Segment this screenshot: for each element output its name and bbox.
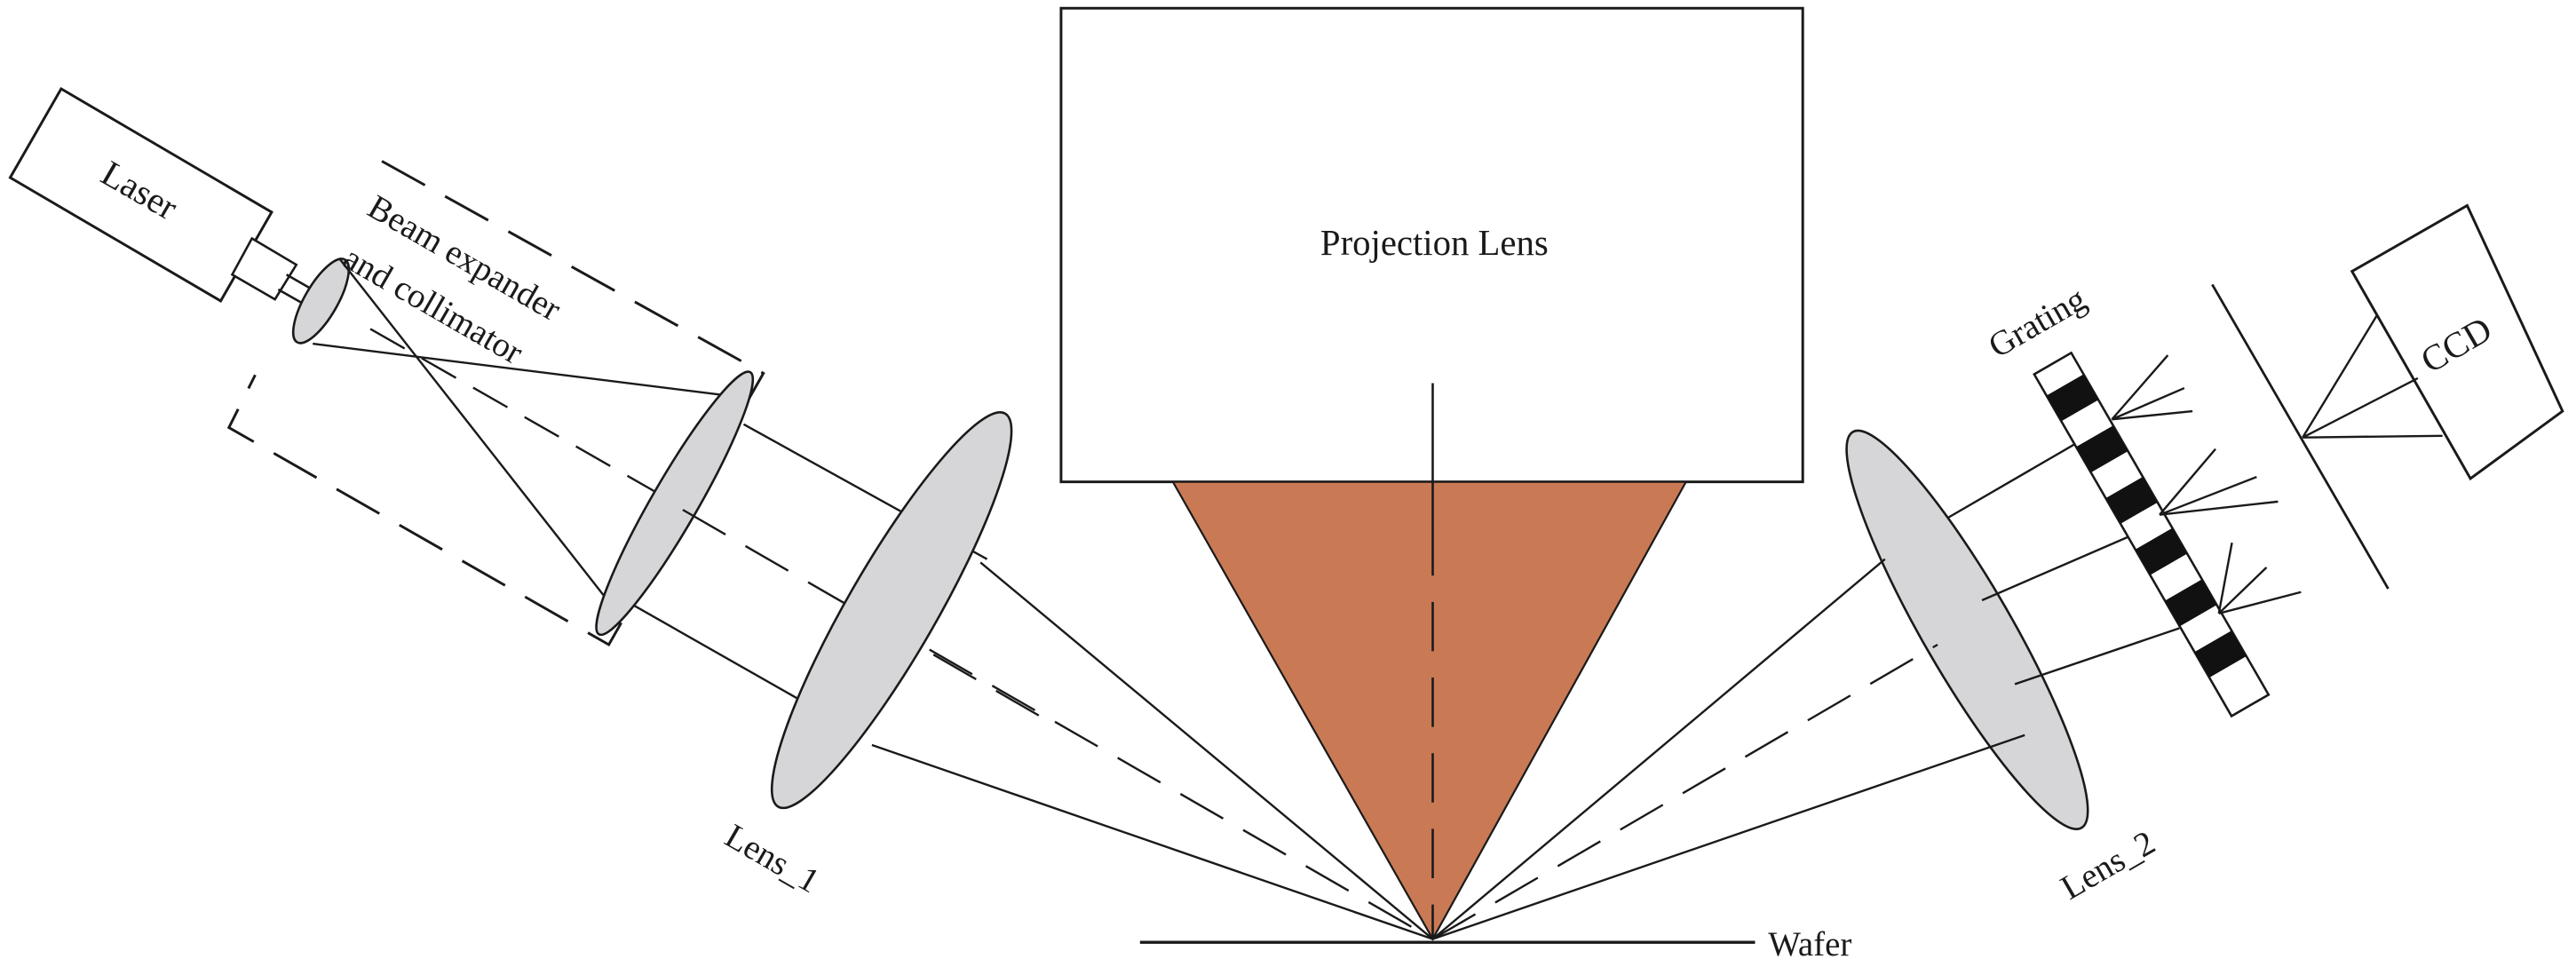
expander-dashed-axis [369,328,659,495]
wafer-label: Wafer [1768,925,1851,963]
grating-ray-3 [2014,627,2180,686]
lens-2 [1845,429,2089,830]
grating-label: Grating [1982,280,2092,366]
lens-1 [770,411,1013,810]
lens1-ray-center [929,648,1434,940]
laser-nozzle [230,236,298,301]
expander-ray-2 [337,258,610,603]
lens2-ray-top [1431,558,1886,940]
laser-box [8,86,273,303]
exposure-cone [1170,480,1688,941]
laser-tip-top [285,273,311,289]
diffraction-fans [2111,354,2302,614]
lens2-label: Lens_2 [2055,823,2162,907]
collimator-lens [595,370,755,637]
beam-edge-bottom [632,604,813,709]
lens1-ray-top [979,561,1434,940]
grating [2033,351,2271,718]
detector-plane [2211,283,2390,590]
laser-tip-bottom [277,288,302,304]
lens2-ray-bottom [1432,733,2025,940]
lens1-label: Lens_1 [718,817,826,900]
grating-ray-1 [1946,440,2081,519]
expander-small-lens [291,258,351,345]
ccd-box [2350,203,2564,481]
projection-lens-label: Projection Lens [1320,223,1549,263]
ccd-input-rays [2302,314,2443,439]
expander-ray-1 [313,342,748,400]
grating-ray-2 [1981,535,2131,602]
beam-expander-housing [226,160,765,647]
lens2-ray-center [1431,643,1938,940]
lens1-ray-bottom [871,743,1433,940]
